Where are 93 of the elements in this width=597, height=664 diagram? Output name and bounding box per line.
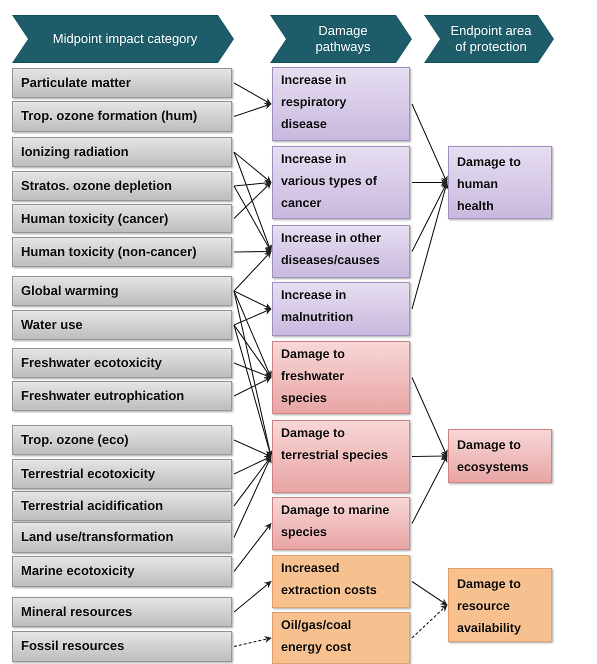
- impact-category-box: [12, 522, 232, 553]
- pathway-box: [272, 146, 410, 219]
- impact-category-box: [12, 597, 232, 627]
- pathway-box: [272, 225, 410, 278]
- arrow: [234, 581, 272, 612]
- arrow: [234, 182, 272, 219]
- box-label: Increase in various types of cancer: [281, 151, 378, 212]
- arrow: [412, 182, 448, 252]
- impact-category-box: [12, 459, 232, 489]
- pathway-box: [272, 341, 410, 414]
- box-label: Mineral resources: [21, 603, 134, 621]
- pathway-box: [272, 420, 410, 493]
- impact-category-box: [12, 381, 232, 411]
- impact-category-box: [12, 137, 232, 167]
- pathway-box: [272, 282, 410, 336]
- box-label: Terrestrial ecotoxicity: [21, 465, 156, 483]
- column-header-banner: Damage pathways: [270, 15, 412, 63]
- pathway-box: [272, 555, 410, 608]
- impact-category-box: [12, 276, 232, 306]
- pathway-box: [272, 612, 410, 664]
- arrow: [412, 104, 448, 184]
- arrow: [412, 604, 448, 638]
- box-label: Particulate matter: [21, 74, 132, 92]
- impact-category-box: [12, 171, 232, 201]
- impact-category-box: [12, 425, 232, 455]
- arrow: [234, 377, 272, 396]
- box-label: Damage to human health: [457, 154, 522, 215]
- arrow: [234, 248, 272, 256]
- box-label: Marine ecotoxicity: [21, 562, 136, 580]
- endpoint-box: [448, 568, 552, 642]
- arrow: [234, 362, 272, 378]
- arrow: [234, 290, 272, 378]
- arrow: [234, 440, 272, 458]
- pathway-box: [272, 67, 410, 141]
- box-label: Damage to freshwater species: [281, 346, 346, 407]
- box-label: Damage to ecosystems: [457, 437, 530, 476]
- impact-category-box: [12, 68, 232, 98]
- arrow: [233, 290, 274, 458]
- arrow: [234, 290, 272, 310]
- box-label: Increase in respiratory disease: [281, 72, 348, 133]
- endpoint-box: [448, 429, 552, 483]
- arrow: [234, 456, 272, 474]
- arrow: [412, 377, 448, 457]
- impact-category-box: [12, 204, 232, 233]
- impact-category-box: [12, 491, 232, 521]
- box-label: Increased extraction costs: [281, 560, 378, 599]
- box-label: Damage to marine species: [281, 502, 390, 541]
- arrow: [234, 636, 272, 648]
- box-label: Water use: [21, 316, 84, 334]
- box-label: Ionizing radiation: [21, 143, 130, 161]
- impact-category-box: [12, 101, 232, 132]
- box-label: Fossil resources: [21, 637, 126, 655]
- arrow: [234, 152, 272, 183]
- column-header-banner: Endpoint area of protection: [424, 15, 554, 63]
- arrow: [234, 324, 272, 378]
- arrow: [234, 522, 272, 572]
- box-label: Trop. ozone formation (hum): [21, 107, 198, 125]
- box-label: Increase in malnutrition: [281, 287, 354, 326]
- impact-category-box: [12, 556, 232, 587]
- box-label: Land use/transformation: [21, 528, 174, 546]
- arrow: [234, 456, 272, 538]
- arrow: [234, 251, 272, 292]
- arrow: [412, 452, 448, 460]
- column-header-banner: Midpoint impact category: [12, 15, 234, 63]
- arrow: [233, 152, 272, 252]
- arrow: [234, 186, 272, 252]
- box-label: Human toxicity (cancer): [21, 210, 170, 228]
- arrow: [234, 82, 272, 104]
- impact-category-box: [12, 631, 232, 662]
- arrow: [234, 308, 272, 326]
- arrow: [412, 455, 448, 524]
- impact-category-box: [12, 237, 232, 267]
- box-label: Increase in other diseases/causes: [281, 230, 382, 269]
- box-label: Human toxicity (non-cancer): [21, 243, 198, 261]
- arrow: [412, 179, 448, 186]
- box-label: Damage to terrestrial species: [281, 425, 390, 464]
- box-label: Trop. ozone (eco): [21, 431, 130, 449]
- arrow: [234, 456, 272, 506]
- box-label: Global warming: [21, 282, 120, 300]
- arrow: [411, 182, 449, 310]
- box-label: Oil/gas/coal energy cost: [281, 617, 352, 656]
- box-label: Terrestrial acidification: [21, 497, 164, 515]
- endpoint-box: [448, 146, 552, 219]
- box-label: Freshwater ecotoxicity: [21, 354, 163, 372]
- box-label: Damage to resource availability: [457, 576, 522, 637]
- arrow: [234, 180, 272, 187]
- box-label: Stratos. ozone depletion: [21, 177, 173, 195]
- arrow: [412, 581, 448, 606]
- pathway-box: [272, 497, 410, 550]
- arrow: [234, 102, 272, 118]
- impact-category-box: [12, 348, 232, 378]
- impact-category-box: [12, 310, 232, 340]
- box-label: Freshwater eutrophication: [21, 387, 186, 405]
